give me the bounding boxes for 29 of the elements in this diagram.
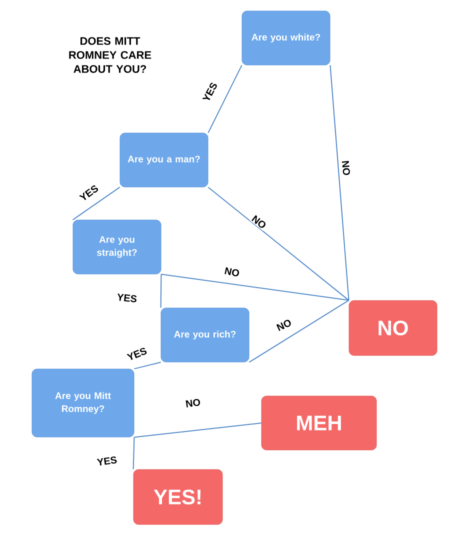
answer-box: MEH: [261, 396, 377, 450]
question-box: Are you straight?: [72, 220, 162, 274]
answer-box: NO: [348, 300, 438, 356]
title: DOES MITT ROMNEY CARE ABOUT YOU?: [69, 37, 152, 73]
connector-line: [208, 64, 242, 134]
edge-label: NO: [340, 159, 352, 177]
edge-label: NO: [274, 317, 294, 333]
connector-line: [248, 300, 350, 363]
connector-line: [132, 436, 135, 470]
answer-box: YES!: [133, 469, 223, 525]
question-box: Are you white?: [242, 10, 330, 66]
connector-line: [72, 186, 120, 220]
edge-label: YES: [95, 454, 119, 468]
edge-label: YES: [77, 182, 101, 204]
edge-label: NO: [184, 397, 202, 409]
connector-line: [330, 64, 350, 301]
edge-label: YES: [200, 80, 220, 104]
connector-line: [134, 362, 162, 370]
edge-label: NO: [250, 213, 268, 231]
connector-line: [160, 274, 350, 301]
edge-label: YES: [125, 346, 149, 362]
connector-line: [208, 186, 350, 301]
question-box: Are you Mitt Romney?: [32, 368, 134, 438]
question-box: Are you rich?: [160, 308, 250, 362]
edge-label: NO: [222, 266, 242, 278]
edge-label: YES: [116, 292, 138, 304]
connector-line: [134, 422, 262, 438]
connector-line: [160, 274, 162, 308]
question-box: Are you a man?: [120, 132, 208, 188]
